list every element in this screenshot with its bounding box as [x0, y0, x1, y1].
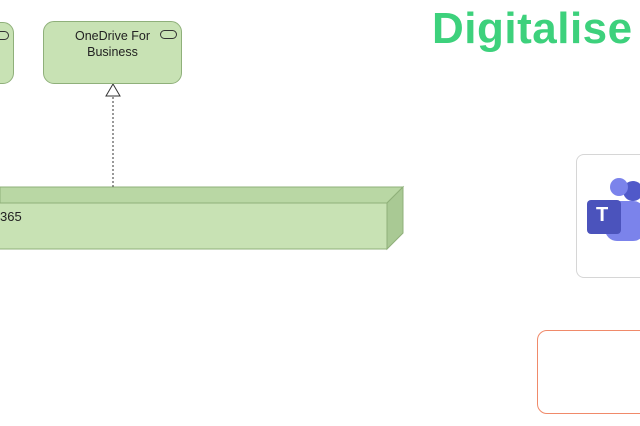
orange-card[interactable]: [537, 330, 640, 414]
service-label-line: OneDrive For: [74, 29, 151, 43]
node-front-face: [0, 202, 388, 250]
teams-icon-badge: [587, 200, 621, 234]
service-partial[interactable]: [0, 22, 14, 84]
service-icon: [160, 30, 177, 39]
service-onedrive-for-business[interactable]: OneDrive For Business: [43, 21, 182, 84]
node-box[interactable]: [0, 185, 405, 251]
teams-icon-letter: T: [596, 204, 609, 226]
service-label: OneDrive For Business: [44, 28, 181, 60]
service-icon: [0, 31, 9, 40]
node-top-face: [0, 186, 405, 204]
node-label: 365: [0, 209, 22, 224]
service-label-line: Business: [87, 45, 138, 59]
teams-icon: [587, 178, 640, 241]
brand-logo-text: Digitalise: [432, 4, 633, 53]
realization-arrowhead: [105, 83, 121, 97]
teams-icon-person-head: [610, 178, 628, 196]
teams-app-card[interactable]: T: [576, 154, 640, 278]
